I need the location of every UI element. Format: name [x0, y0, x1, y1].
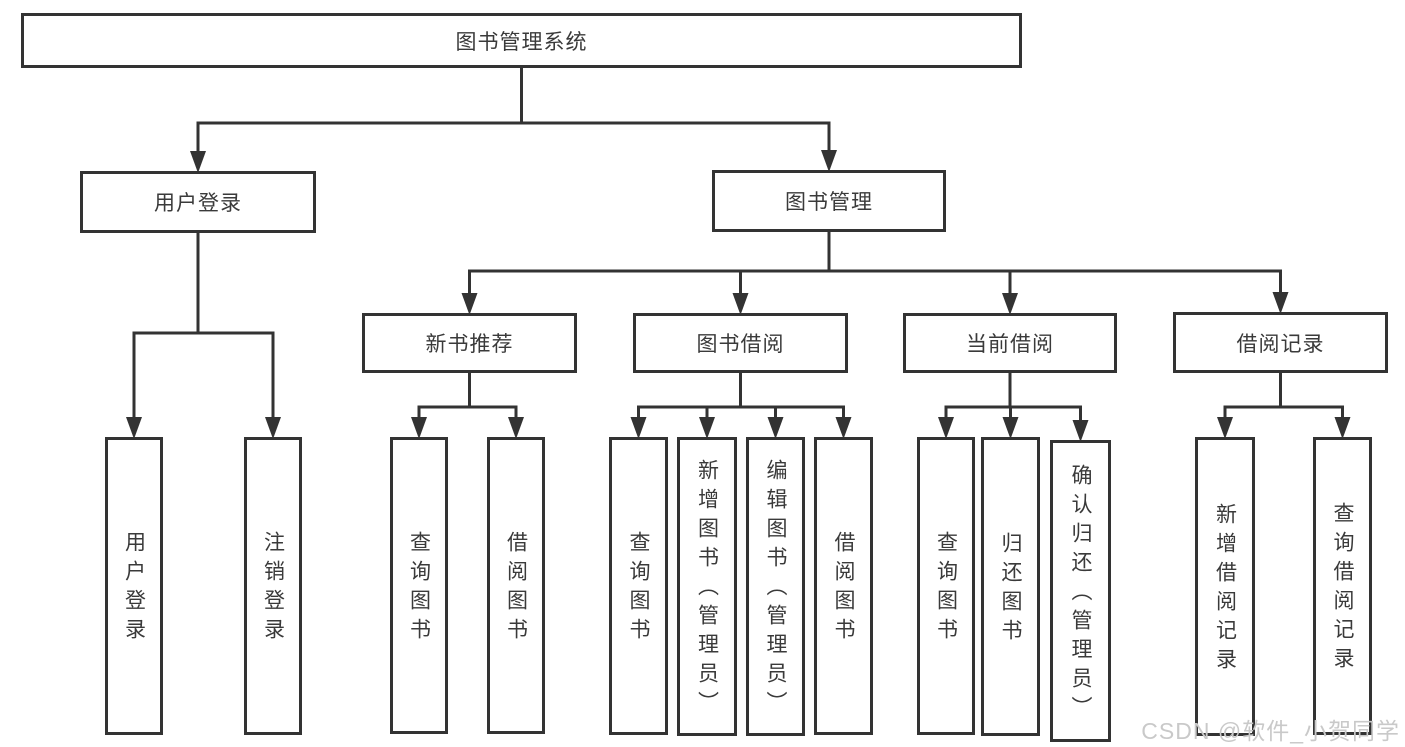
node-book-borrowing: 图书借阅: [633, 313, 848, 373]
node-leaf-query-books-recommend: 查询图书: [390, 437, 448, 734]
node-borrowing-records: 借阅记录: [1173, 312, 1388, 373]
node-current-borrowing: 当前借阅: [903, 313, 1117, 373]
node-leaf-user-login: 用户登录: [105, 437, 163, 735]
node-book-management: 图书管理: [712, 170, 946, 232]
node-leaf-query-borrow-record: 查询借阅记录: [1313, 437, 1372, 735]
node-leaf-borrow-books: 借阅图书: [814, 437, 873, 735]
node-leaf-query-books-borrow: 查询图书: [609, 437, 668, 735]
node-leaf-return-books: 归还图书: [981, 437, 1040, 736]
node-leaf-query-books-current: 查询图书: [917, 437, 975, 735]
node-leaf-add-books-admin: 新增图书（管理员）: [677, 437, 737, 736]
node-leaf-add-borrow-record: 新增借阅记录: [1195, 437, 1255, 736]
node-leaf-confirm-return-admin: 确认归还（管理员）: [1050, 440, 1111, 742]
node-leaf-edit-books-admin: 编辑图书（管理员）: [746, 437, 805, 736]
node-user-login: 用户登录: [80, 171, 316, 233]
node-leaf-logout: 注销登录: [244, 437, 302, 735]
watermark: CSDN @软件_小贺同学: [1141, 718, 1400, 744]
node-new-book-recommendation: 新书推荐: [362, 313, 577, 373]
node-leaf-borrow-books-recommend: 借阅图书: [487, 437, 545, 734]
node-root: 图书管理系统: [21, 13, 1022, 68]
